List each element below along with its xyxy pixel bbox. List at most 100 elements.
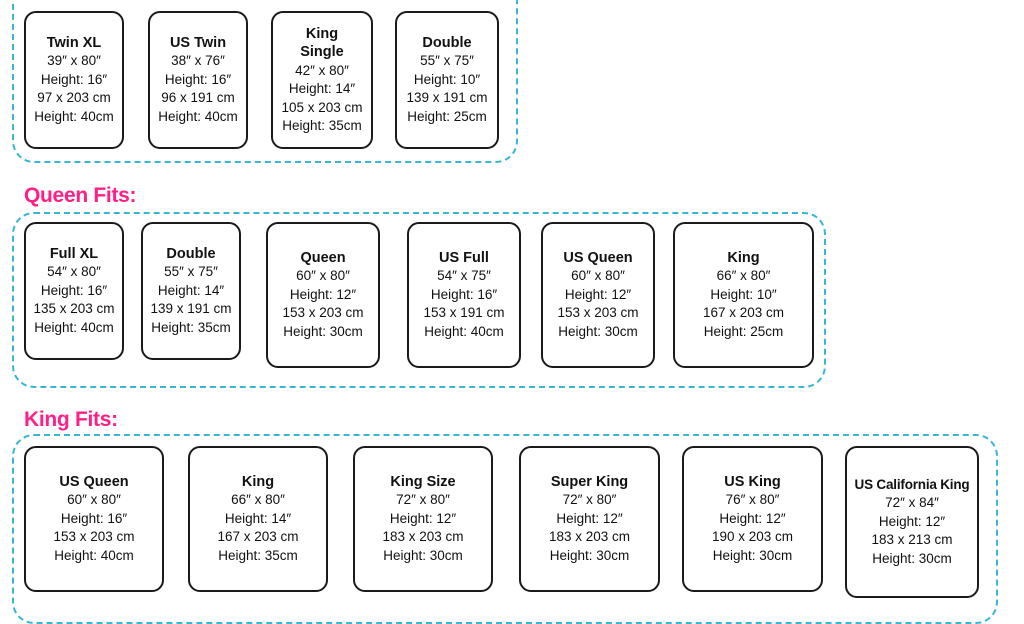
- size-height-cm: Height: 30cm: [383, 547, 463, 563]
- size-height-in: Height: 14″: [288, 81, 356, 96]
- size-inches: 66″ x 80″: [716, 268, 771, 284]
- size-cm: 135 x 203 cm: [33, 301, 115, 317]
- size-cm: 96 x 191 cm: [161, 90, 235, 106]
- size-height-in: Height: 12″: [389, 510, 457, 526]
- size-height-in: Height: 12″: [719, 510, 786, 526]
- size-card: King Single 42″ x 80″ Height: 14″ 105 x …: [271, 11, 373, 149]
- size-cm: 139 x 191 cm: [150, 301, 232, 317]
- size-height-cm: Height: 40cm: [54, 547, 134, 563]
- size-name: US Queen: [59, 473, 129, 490]
- size-inches: 54″ x 75″: [437, 268, 491, 284]
- size-name: US Twin: [169, 34, 227, 51]
- size-card: US Full 54″ x 75″ Height: 16″ 153 x 191 …: [407, 222, 521, 368]
- queen-fits-group: [12, 212, 826, 388]
- size-card: King 66″ x 80″ Height: 10″ 167 x 203 cm …: [673, 222, 814, 368]
- size-height-in: Height: 12″: [878, 513, 946, 529]
- size-cm: 183 x 203 cm: [548, 529, 631, 545]
- size-height-in: Height: 12″: [556, 510, 623, 526]
- size-inches: 60″ x 80″: [571, 268, 625, 284]
- size-inches: 39″ x 80″: [47, 53, 101, 69]
- size-name: Super King: [550, 473, 629, 490]
- size-name: US Queen: [563, 249, 633, 266]
- size-height-cm: Height: 30cm: [872, 550, 952, 566]
- size-inches: 72″ x 80″: [396, 492, 450, 508]
- size-inches: 60″ x 80″: [296, 268, 350, 284]
- size-card: Double 55″ x 75″ Height: 14″ 139 x 191 c…: [141, 222, 241, 360]
- size-height-in: Height: 16″: [430, 286, 498, 302]
- size-height-in: Height: 16″: [164, 71, 232, 87]
- size-name: Queen: [300, 249, 346, 266]
- size-height-cm: Height: 35cm: [282, 118, 362, 133]
- size-height-in: Height: 10″: [710, 286, 777, 302]
- size-cm: 183 x 213 cm: [871, 532, 953, 548]
- size-card: US Twin 38″ x 76″ Height: 16″ 96 x 191 c…: [148, 11, 248, 149]
- size-inches: 55″ x 75″: [420, 53, 474, 69]
- size-name: Double: [422, 34, 472, 51]
- size-height-cm: Height: 40cm: [34, 108, 114, 124]
- size-card: Full XL 54″ x 80″ Height: 16″ 135 x 203 …: [24, 222, 124, 360]
- size-inches: 72″ x 84″: [885, 495, 939, 511]
- size-card: Queen 60″ x 80″ Height: 12″ 153 x 203 cm…: [266, 222, 380, 368]
- size-cm: 153 x 203 cm: [282, 305, 364, 321]
- size-height-cm: Height: 25cm: [407, 108, 487, 124]
- size-height-in: Height: 16″: [40, 71, 108, 87]
- size-cm: 183 x 203 cm: [382, 529, 464, 545]
- size-height-cm: Height: 25cm: [703, 323, 784, 339]
- size-inches: 42″ x 80″: [295, 62, 349, 78]
- size-cm: 153 x 203 cm: [53, 529, 135, 545]
- size-cm: 167 x 203 cm: [217, 529, 299, 545]
- size-name: US King: [724, 473, 781, 490]
- size-height-in: Height: 16″: [40, 282, 108, 298]
- size-card: Super King 72″ x 80″ Height: 12″ 183 x 2…: [519, 446, 660, 592]
- size-card: King Size 72″ x 80″ Height: 12″ 183 x 20…: [353, 446, 493, 592]
- queen-fits-heading: Queen Fits:: [24, 184, 137, 207]
- size-inches: 72″ x 80″: [562, 492, 617, 508]
- size-inches: 38″ x 76″: [171, 53, 225, 69]
- size-cm: 97 x 203 cm: [37, 90, 111, 106]
- size-inches: 76″ x 80″: [725, 492, 780, 508]
- size-name: Twin XL: [46, 34, 102, 51]
- size-cm: 190 x 203 cm: [711, 529, 794, 545]
- size-card: Double 55″ x 75″ Height: 10″ 139 x 191 c…: [395, 11, 499, 149]
- size-inches: 66″ x 80″: [231, 492, 285, 508]
- size-name: US Full: [439, 249, 489, 266]
- size-cm: 153 x 203 cm: [557, 305, 639, 321]
- size-inches: 60″ x 80″: [67, 492, 121, 508]
- size-name: King Single: [300, 25, 344, 61]
- size-height-cm: Height: 30cm: [283, 323, 363, 339]
- size-inches: 55″ x 75″: [164, 264, 218, 280]
- size-name: Double: [166, 245, 216, 262]
- size-cm: 167 x 203 cm: [702, 305, 785, 321]
- size-cm: 105 x 203 cm: [281, 99, 363, 115]
- size-height-cm: Height: 30cm: [549, 547, 630, 563]
- size-cm: 153 x 191 cm: [423, 305, 505, 321]
- size-height-cm: Height: 40cm: [158, 108, 238, 124]
- size-inches: 54″ x 80″: [47, 264, 101, 280]
- size-height-cm: Height: 30cm: [712, 547, 793, 563]
- size-height-cm: Height: 35cm: [151, 319, 231, 335]
- size-height-in: Height: 14″: [157, 282, 225, 298]
- size-height-in: Height: 16″: [60, 510, 128, 526]
- size-card: Twin XL 39″ x 80″ Height: 16″ 97 x 203 c…: [24, 11, 124, 149]
- top-fits-group: [12, 0, 518, 163]
- king-fits-heading: King Fits:: [24, 408, 118, 431]
- size-name: Full XL: [49, 245, 99, 262]
- size-height-cm: Height: 40cm: [34, 319, 114, 335]
- size-card: US Queen 60″ x 80″ Height: 12″ 153 x 203…: [541, 222, 655, 368]
- size-name: US California King: [854, 476, 970, 492]
- size-name: King: [727, 249, 760, 266]
- size-height-cm: Height: 40cm: [424, 323, 504, 339]
- size-height-in: Height: 10″: [413, 71, 481, 87]
- size-height-in: Height: 12″: [564, 286, 632, 302]
- size-card: King 66″ x 80″ Height: 14″ 167 x 203 cm …: [188, 446, 328, 592]
- size-height-in: Height: 14″: [224, 510, 292, 526]
- size-card: US King 76″ x 80″ Height: 12″ 190 x 203 …: [682, 446, 823, 592]
- size-card: US California King 72″ x 84″ Height: 12″…: [845, 446, 979, 598]
- size-cm: 139 x 191 cm: [406, 90, 488, 106]
- size-height-cm: Height: 30cm: [558, 323, 638, 339]
- size-card: US Queen 60″ x 80″ Height: 16″ 153 x 203…: [24, 446, 164, 592]
- size-name: King: [241, 473, 275, 490]
- size-height-in: Height: 12″: [289, 286, 357, 302]
- size-height-cm: Height: 35cm: [218, 547, 298, 563]
- size-name: King Size: [390, 473, 456, 490]
